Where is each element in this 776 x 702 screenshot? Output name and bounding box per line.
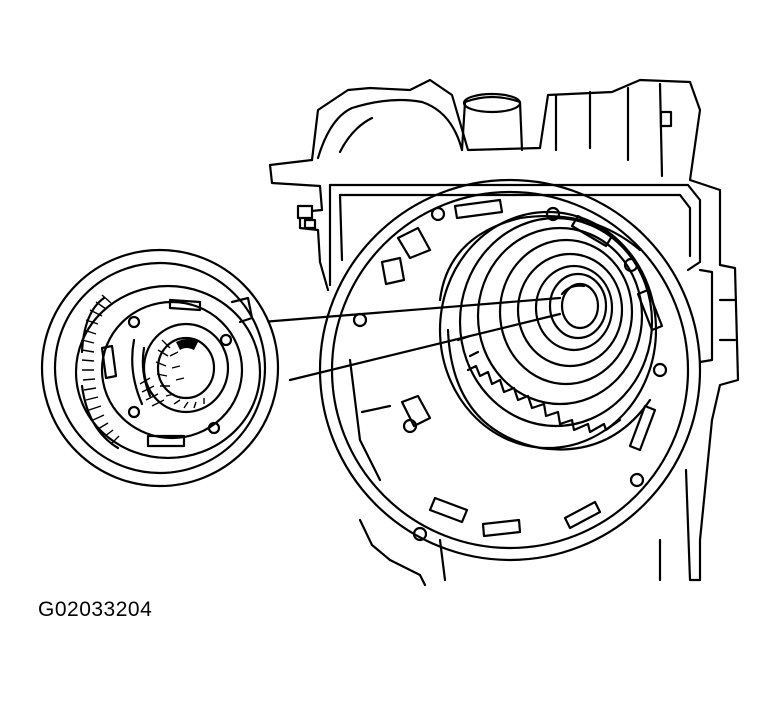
pump-gear-detail — [40, 248, 280, 488]
oil-pump-assembly — [318, 178, 702, 562]
callout-leader — [260, 296, 562, 382]
ring-gear-teeth — [81, 294, 120, 445]
pump-center-hub — [548, 272, 608, 340]
figure-code: G02033204 — [38, 598, 153, 621]
pump-flange-slots — [380, 198, 664, 538]
transmission-case — [268, 78, 740, 587]
